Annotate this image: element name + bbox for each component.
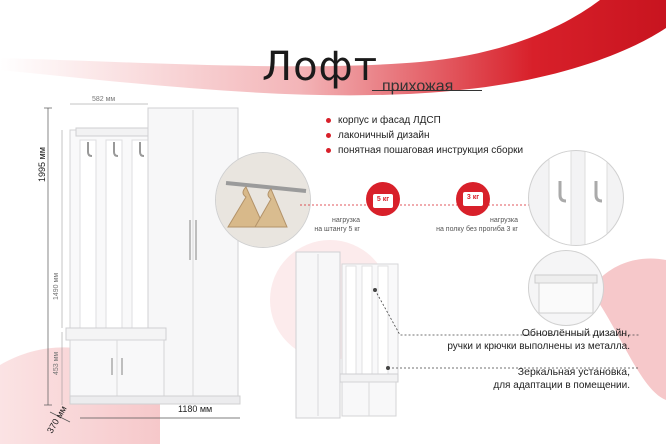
height-panel-label: 1490 мм bbox=[53, 272, 60, 300]
rod-load-caption: нагрузка на штангу 5 кг bbox=[300, 216, 360, 234]
design-callout-title: Обновлённый дизайн, bbox=[521, 327, 630, 339]
depth-dimension-line bbox=[49, 411, 71, 423]
shelf-load-badge: 3 кг bbox=[456, 182, 490, 216]
bullet-icon bbox=[326, 117, 331, 123]
hook-closeup-illustration bbox=[548, 151, 608, 245]
main-furniture-illustration bbox=[44, 103, 241, 423]
hangers-illustration bbox=[216, 153, 310, 247]
callout-leaders bbox=[373, 288, 640, 370]
hook-icon bbox=[113, 142, 119, 157]
slat bbox=[79, 139, 97, 331]
hook-icon bbox=[594, 181, 603, 203]
hook-detail-inset bbox=[528, 150, 624, 246]
hanger-icon bbox=[254, 188, 288, 228]
right-blob bbox=[590, 258, 666, 400]
feature-text: корпус и фасад ЛДСП bbox=[338, 115, 441, 126]
hook-icon bbox=[87, 142, 93, 157]
height-total-label: 1995 мм bbox=[37, 147, 47, 182]
leader-line bbox=[374, 289, 640, 336]
height-bench-label: 453 мм bbox=[53, 351, 60, 375]
rod-detail-inset bbox=[215, 152, 311, 248]
hanger-icon bbox=[227, 186, 265, 228]
feature-item: корпус и фасад ЛДСП bbox=[326, 115, 441, 126]
slat bbox=[131, 139, 149, 331]
top-swoosh bbox=[0, 0, 666, 96]
caption-line: на штангу 5 кг bbox=[314, 226, 360, 233]
rod-load-badge: 5 кг bbox=[366, 182, 400, 216]
feature-text: лаконичный дизайн bbox=[338, 130, 430, 141]
connector-line bbox=[300, 204, 536, 206]
product-title: Лофт bbox=[262, 44, 379, 90]
rod-icon bbox=[225, 181, 307, 193]
bench-closeup-illustration bbox=[534, 274, 598, 314]
design-callout-text: ручки и крючки выполнены из металла. bbox=[447, 341, 630, 352]
hook-icon bbox=[558, 181, 567, 203]
width-total-label: 1180 мм bbox=[178, 404, 213, 414]
title-underline bbox=[372, 90, 482, 91]
hanger-width-label: 582 мм bbox=[92, 96, 116, 103]
caption-line: нагрузка bbox=[332, 217, 360, 224]
feature-item: лаконичный дизайн bbox=[326, 130, 430, 141]
weight-icon: 3 кг bbox=[466, 194, 480, 201]
mirror-callout-title: Зеркальная установка, bbox=[517, 366, 630, 378]
mirror-callout-text: для адаптации в помещении. bbox=[493, 380, 630, 391]
mirror-callout: Зеркальная установка, для адаптации в по… bbox=[400, 366, 630, 392]
shelf-load-caption: нагрузка на полку без прогиба 3 кг bbox=[400, 216, 518, 234]
product-subtitle: прихожая bbox=[382, 78, 454, 95]
design-callout: Обновлённый дизайн, ручки и крючки выпол… bbox=[400, 327, 630, 353]
bench-detail-inset bbox=[528, 250, 604, 326]
caption-line: нагрузка bbox=[490, 217, 518, 224]
mirrored-furniture-illustration bbox=[295, 251, 399, 419]
bullet-icon bbox=[326, 147, 331, 153]
weight-icon: 5 кг bbox=[376, 196, 390, 203]
bullet-icon bbox=[326, 132, 331, 138]
slat bbox=[105, 139, 123, 331]
bench-seat bbox=[65, 327, 167, 341]
feature-text: понятная пошаговая инструкция сборки bbox=[338, 145, 524, 156]
plinth bbox=[69, 395, 241, 405]
caption-line: на полку без прогиба 3 кг bbox=[436, 226, 518, 233]
feature-item: понятная пошаговая инструкция сборки bbox=[326, 145, 523, 156]
hook-icon bbox=[139, 142, 145, 157]
